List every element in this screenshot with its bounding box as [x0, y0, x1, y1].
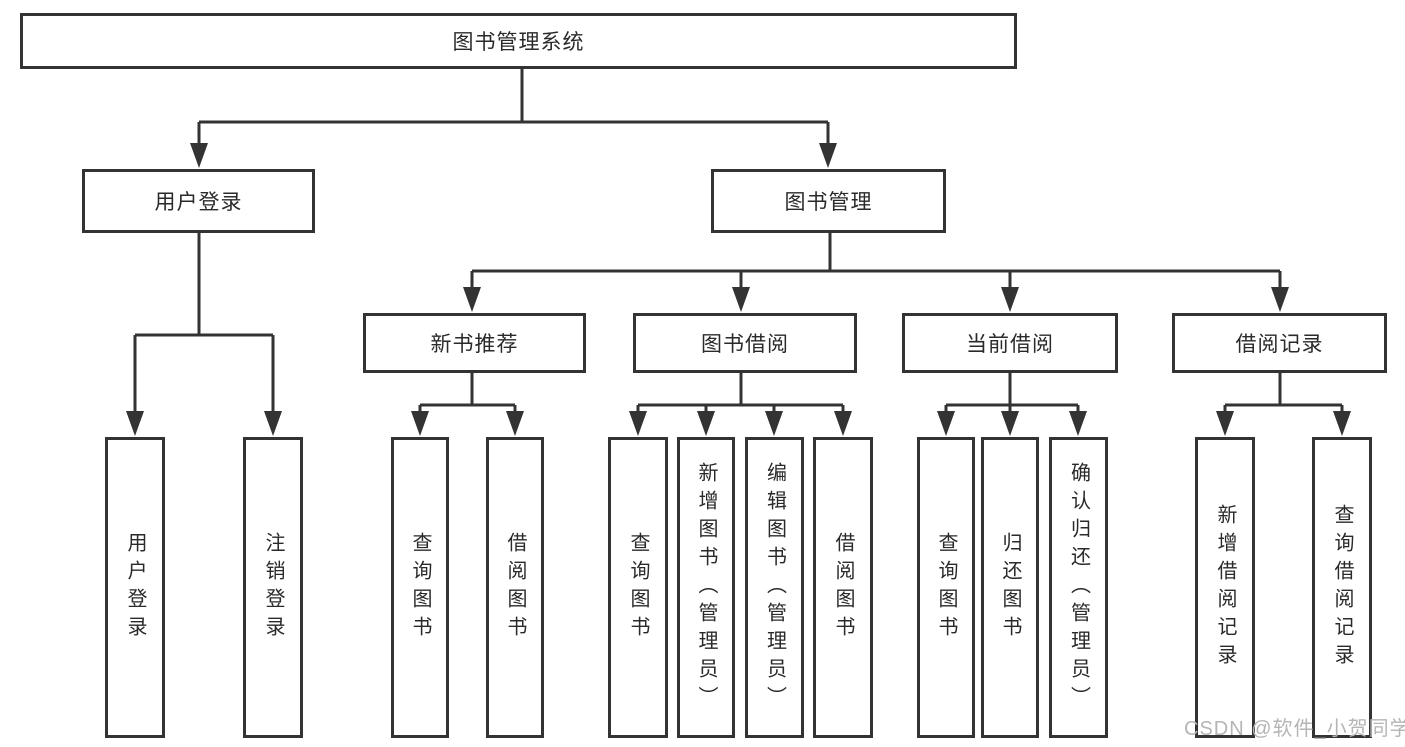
watermark: CSDN @软件_小贺同学: [1184, 718, 1405, 740]
leaf-add-borrow-record: 新增借阅记录: [1195, 437, 1255, 738]
leaf-edit-books-admin: 编辑图书（管理员）: [745, 437, 804, 738]
node-book-borrow: 图书借阅: [633, 313, 857, 373]
leaf-borrow-books: 借阅图书: [813, 437, 873, 738]
leaf-query-borrow-record: 查询借阅记录: [1312, 437, 1372, 738]
leaf-logout: 注销登录: [243, 437, 303, 738]
node-user-login: 用户登录: [82, 169, 315, 233]
leaf-user-login: 用户登录: [105, 437, 165, 738]
leaf-add-books-admin: 新增图书（管理员）: [677, 437, 735, 738]
leaf-query-books-recommend: 查询图书: [391, 437, 449, 738]
node-book-management: 图书管理: [711, 169, 946, 233]
node-borrow-records: 借阅记录: [1172, 313, 1387, 373]
leaf-confirm-return-admin: 确认归还（管理员）: [1049, 437, 1108, 738]
node-new-book-recommend: 新书推荐: [363, 313, 586, 373]
node-current-borrow: 当前借阅: [902, 313, 1118, 373]
leaf-return-books: 归还图书: [981, 437, 1039, 738]
leaf-borrow-books-recommend: 借阅图书: [486, 437, 544, 738]
leaf-query-books-current: 查询图书: [917, 437, 975, 738]
leaf-query-books-borrow: 查询图书: [608, 437, 668, 738]
node-root-system: 图书管理系统: [20, 13, 1017, 69]
